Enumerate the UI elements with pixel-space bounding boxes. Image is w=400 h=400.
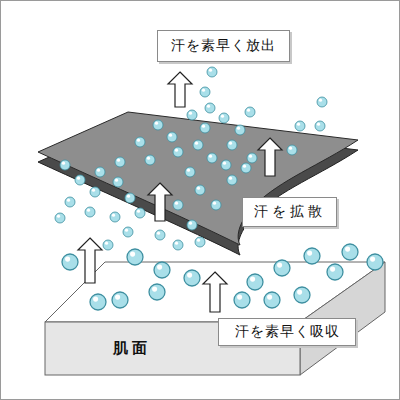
sweat-drop bbox=[327, 264, 343, 280]
sweat-drop bbox=[294, 287, 310, 303]
up-arrow bbox=[148, 183, 172, 221]
sweat-drop bbox=[367, 254, 383, 270]
sweat-drop bbox=[227, 140, 237, 150]
sweat-drops-large bbox=[62, 244, 383, 310]
sweat-drop bbox=[123, 227, 133, 237]
sweat-drop bbox=[60, 160, 70, 170]
sweat-drop bbox=[195, 237, 205, 247]
sweat-drop bbox=[241, 163, 251, 173]
sweat-drop bbox=[317, 97, 327, 107]
sweat-drop bbox=[55, 213, 65, 223]
sweat-drop bbox=[247, 153, 257, 163]
sweat-drop bbox=[235, 125, 245, 135]
sweat-drop bbox=[173, 200, 183, 210]
sweat-drop bbox=[247, 274, 263, 290]
sweat-drop bbox=[207, 153, 217, 163]
sweat-drop bbox=[173, 240, 183, 250]
sweat-drop bbox=[187, 220, 197, 230]
sweat-drop bbox=[193, 140, 203, 150]
sweat-drop bbox=[154, 262, 170, 278]
sweat-drop bbox=[135, 208, 145, 218]
sweat-drop bbox=[295, 121, 305, 131]
sweat-drop bbox=[115, 157, 125, 167]
sweat-drop bbox=[184, 270, 200, 286]
sweat-drop bbox=[173, 147, 183, 157]
flow-arrows bbox=[78, 72, 282, 312]
sweat-drop bbox=[135, 137, 145, 147]
sweat-drop bbox=[65, 197, 75, 207]
sweat-drop bbox=[227, 175, 237, 185]
sweat-drop bbox=[205, 103, 215, 113]
sweat-drop bbox=[274, 260, 290, 276]
sweat-drop bbox=[90, 187, 100, 197]
sweat-drop bbox=[195, 185, 205, 195]
sweat-drop bbox=[304, 248, 320, 264]
callout-box: 汗を素早く吸収 bbox=[218, 318, 356, 346]
sweat-drop bbox=[245, 107, 255, 117]
sweat-drop bbox=[200, 123, 210, 133]
sweat-drop bbox=[112, 292, 128, 308]
fabric-upper-layer bbox=[38, 112, 358, 245]
sweat-drop bbox=[221, 160, 231, 170]
sweat-drop bbox=[155, 230, 165, 240]
sweat-drop bbox=[207, 67, 217, 77]
sweat-drop bbox=[185, 167, 195, 177]
sweat-drop bbox=[75, 175, 85, 185]
sweat-drop bbox=[103, 240, 113, 250]
sweat-drop bbox=[187, 110, 197, 120]
label-text: 肌面 bbox=[113, 339, 151, 358]
sweat-drop bbox=[153, 120, 163, 130]
sweat-drop bbox=[264, 292, 280, 308]
up-arrow bbox=[78, 238, 102, 283]
label-text: 汗を拡散 bbox=[254, 203, 326, 221]
sweat-drop bbox=[95, 167, 105, 177]
sweat-drop bbox=[234, 292, 250, 308]
sweat-drop bbox=[167, 132, 177, 142]
sweat-drop bbox=[315, 121, 325, 131]
sweat-drop bbox=[145, 155, 155, 165]
label-text: 汗を素早く放出 bbox=[171, 37, 276, 55]
up-arrow bbox=[168, 72, 192, 107]
sweat-drop bbox=[62, 254, 78, 270]
up-arrow bbox=[258, 138, 282, 176]
sweat-drop bbox=[85, 207, 95, 217]
skin-surface: 肌面 bbox=[45, 322, 300, 375]
sweat-drop bbox=[125, 193, 135, 203]
sweat-drop bbox=[127, 249, 143, 265]
sweat-drop bbox=[149, 284, 165, 300]
callout-box: 汗を素早く放出 bbox=[157, 30, 290, 62]
sweat-drop bbox=[211, 200, 221, 210]
sweat-drop bbox=[200, 87, 210, 97]
callout-box: 汗を拡散 bbox=[242, 197, 337, 227]
up-arrow bbox=[203, 272, 227, 312]
sweat-drop bbox=[342, 244, 358, 260]
sweat-drop bbox=[287, 145, 297, 155]
sweat-drop bbox=[110, 212, 120, 222]
sweat-drop bbox=[219, 113, 229, 123]
sweat-drop bbox=[113, 177, 123, 187]
label-text: 汗を素早く吸収 bbox=[235, 323, 340, 341]
sweat-drop bbox=[90, 294, 106, 310]
